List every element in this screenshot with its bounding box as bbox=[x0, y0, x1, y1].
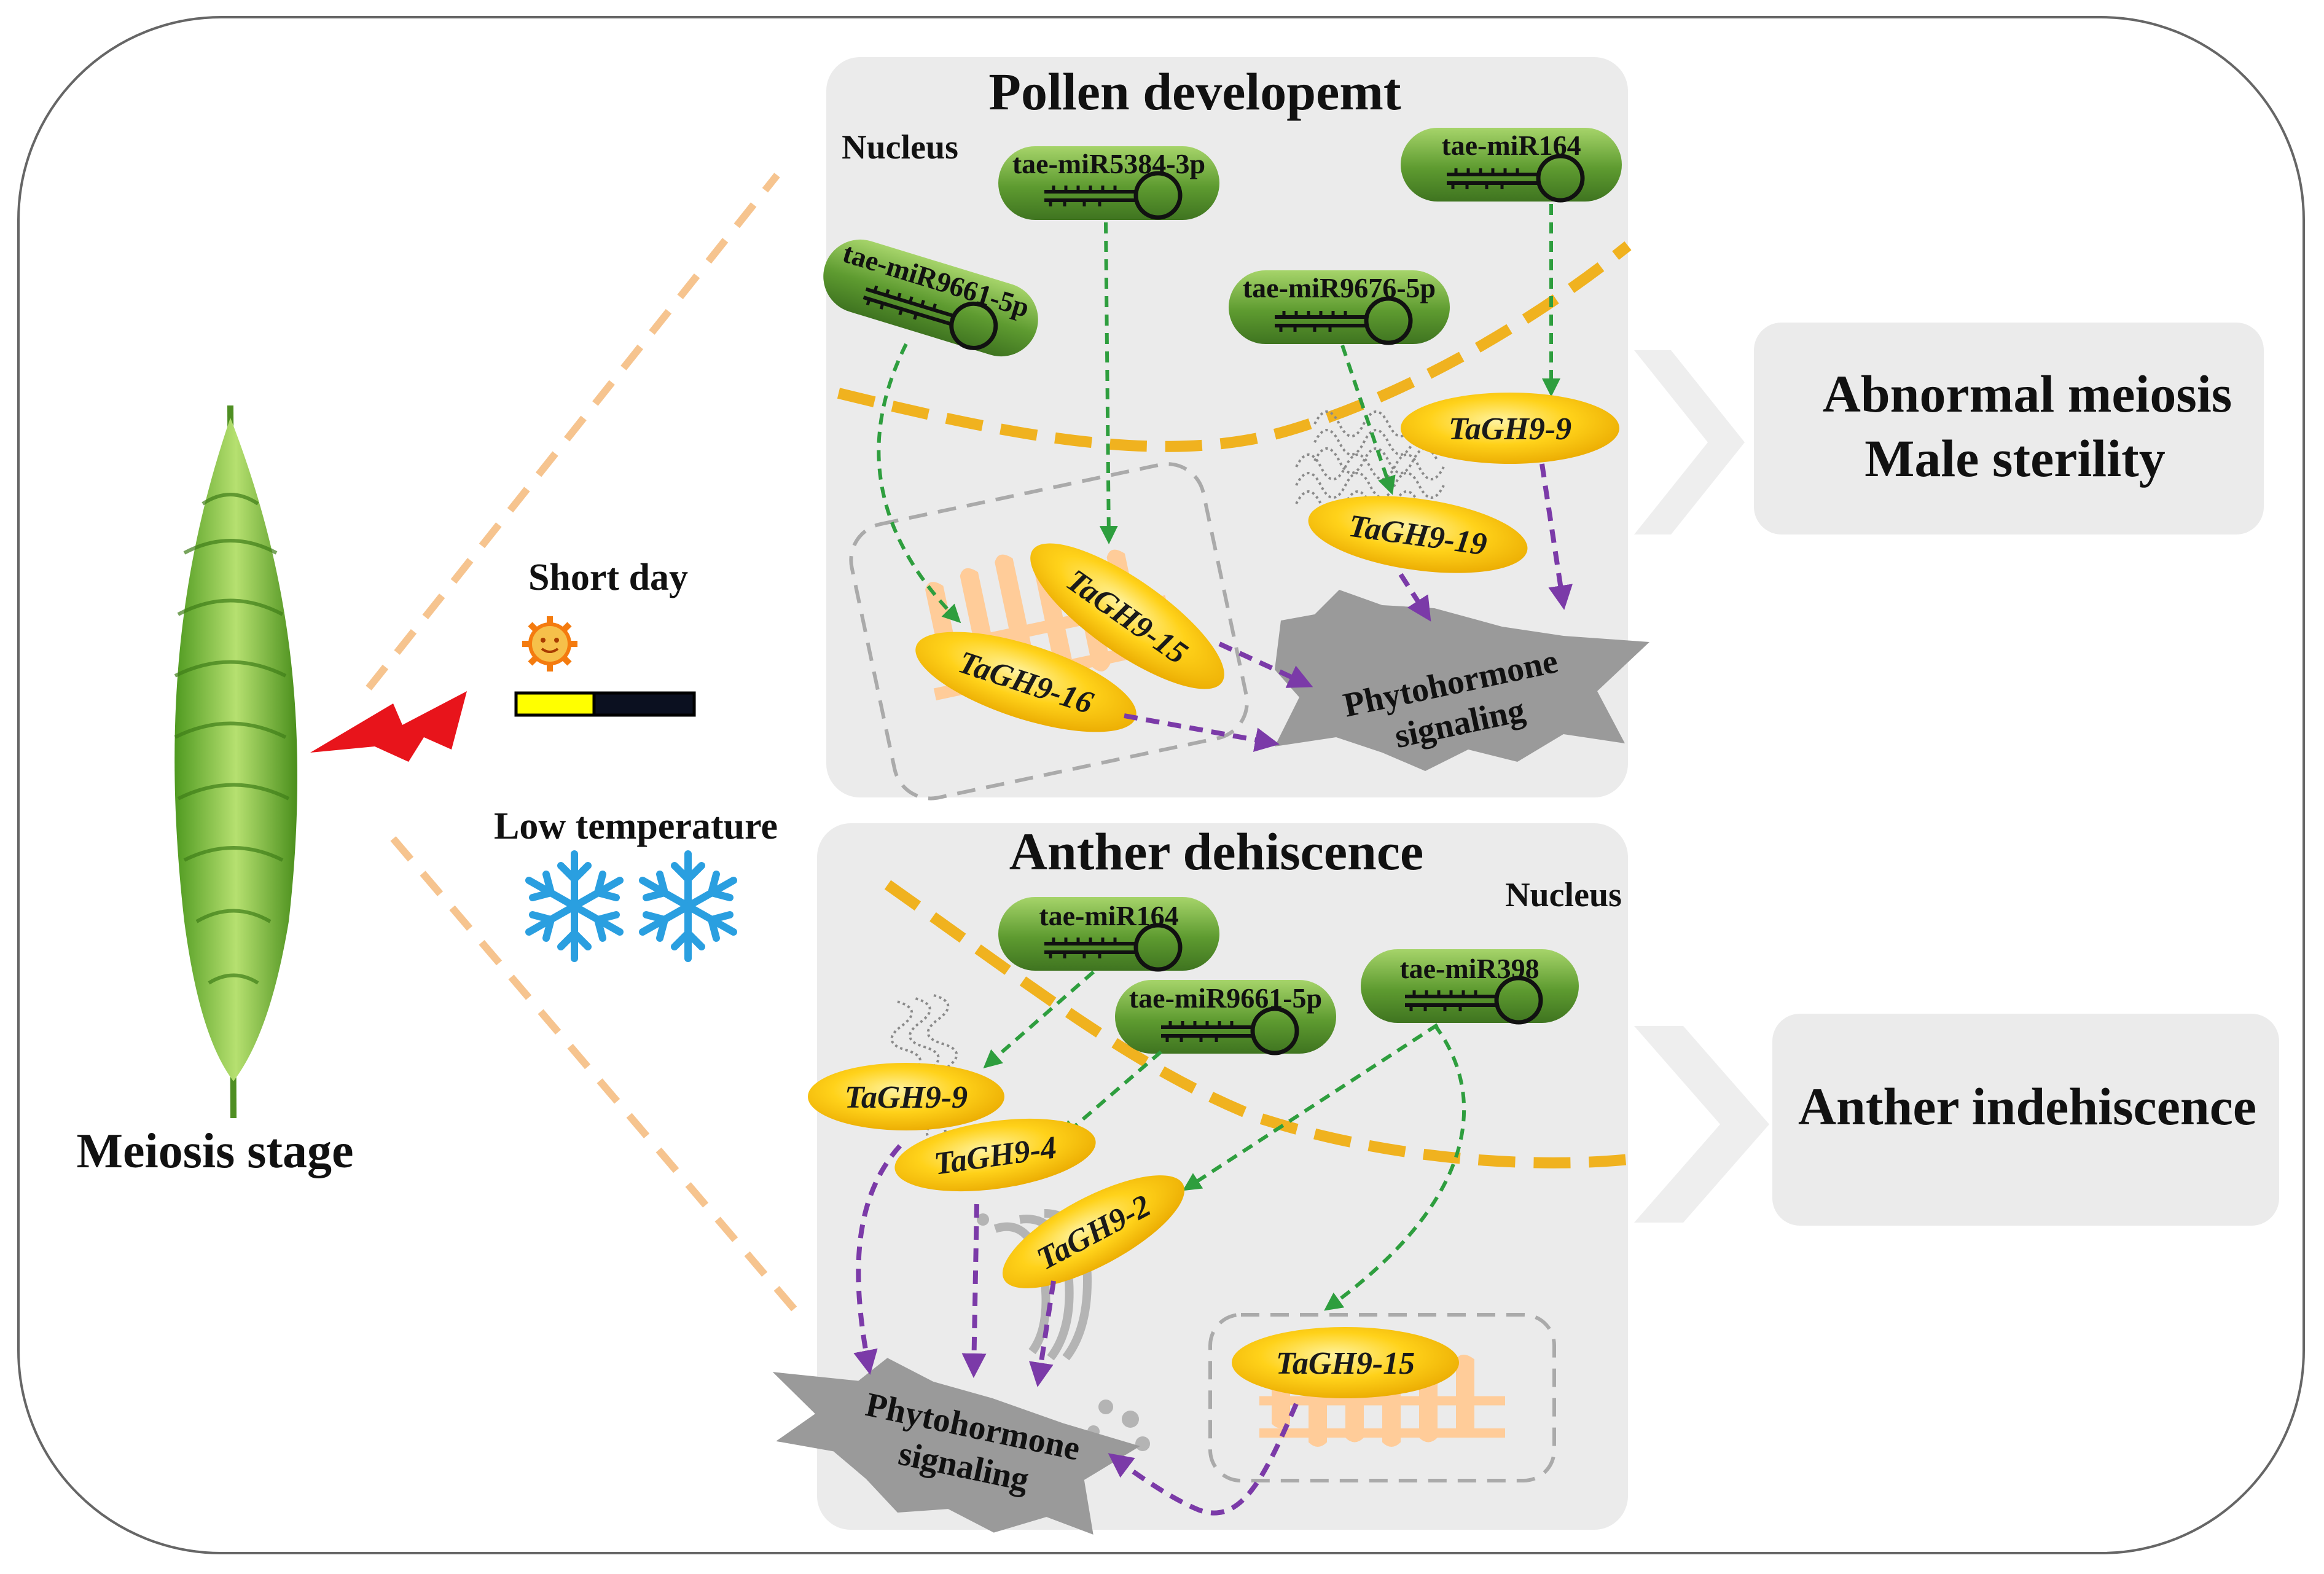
signal-arrow bbox=[961, 1204, 987, 1378]
vesicles bbox=[977, 1213, 1150, 1451]
signal-arrow bbox=[1108, 1403, 1299, 1516]
outcome-box-pollen bbox=[1754, 323, 2264, 534]
gene-ellipse: TaGH9-4 bbox=[894, 1118, 1096, 1192]
night-bar bbox=[592, 691, 696, 717]
meiosis-stage-label: Meiosis stage bbox=[76, 1124, 353, 1178]
gene-ellipse: TaGH9-9 bbox=[808, 1063, 1004, 1130]
regulation-arrow bbox=[1324, 1024, 1466, 1311]
regulation-arrow bbox=[1060, 1050, 1162, 1139]
mirna-pill: tae-miR9676-5p bbox=[1229, 270, 1450, 344]
chevron-icon bbox=[1634, 1026, 1769, 1223]
anther-mitochondrion bbox=[1208, 1313, 1556, 1482]
regulation-arrow bbox=[1340, 345, 1396, 495]
anther-phytohormone-star bbox=[772, 1358, 1140, 1535]
mirna-pill: tae-miR398 bbox=[1361, 949, 1579, 1023]
gene-ellipse: TaGH9-9 bbox=[1401, 393, 1619, 464]
mirna-label: tae-miR5384-3p bbox=[1012, 148, 1205, 179]
sun-icon bbox=[522, 616, 577, 671]
pollen-nucleus-label: Nucleus bbox=[842, 128, 958, 166]
anther-panel-title: Anther dehiscence bbox=[1009, 822, 1423, 881]
signal-arrow bbox=[1124, 713, 1280, 752]
regulation-arrow bbox=[983, 970, 1095, 1068]
gene-ellipse: TaGH9-19 bbox=[1308, 496, 1528, 573]
signal-arrow bbox=[1540, 463, 1573, 610]
chevron-icon bbox=[1634, 350, 1745, 534]
pollen-phytohormone-star bbox=[1275, 590, 1649, 771]
outcome-pollen-line1: Abnormal meiosis bbox=[1823, 364, 2232, 423]
signal-arrow bbox=[1398, 573, 1431, 622]
signal-arrow bbox=[1029, 1280, 1056, 1387]
day-bar bbox=[514, 691, 596, 717]
wheat-spike-icon bbox=[174, 405, 298, 1119]
mirna-pill: tae-miR5384-3p bbox=[998, 146, 1219, 220]
regulation-arrow bbox=[1182, 1023, 1439, 1191]
mirna-pill: tae-miR9661-5p bbox=[1115, 980, 1336, 1054]
gene-label: TaGH9-15 bbox=[1276, 1346, 1415, 1381]
signal-arrow bbox=[853, 1144, 902, 1375]
regulation-arrow bbox=[1099, 222, 1118, 544]
gene-label: TaGH9-9 bbox=[845, 1080, 968, 1115]
lightning-icon bbox=[310, 691, 467, 762]
signal-arrow bbox=[1218, 641, 1313, 688]
pollen-mitochondrion bbox=[849, 462, 1249, 801]
regulation-arrow bbox=[877, 343, 961, 624]
mirna-label: tae-miR9676-5p bbox=[1243, 272, 1436, 303]
gene-ellipse: TaGH9-15 bbox=[1232, 1327, 1459, 1398]
mirna-pill: tae-miR164 bbox=[1401, 128, 1622, 202]
mirna-pill: tae-miR164 bbox=[998, 897, 1219, 971]
outcome-anther: Anther indehiscence bbox=[1798, 1077, 2256, 1136]
zoom-line-top bbox=[366, 173, 780, 691]
pollen-panel-title: Pollen developemt bbox=[988, 62, 1401, 121]
short-day-label: Short day bbox=[528, 557, 688, 598]
mirna-label: tae-miR9661-5p bbox=[1129, 982, 1322, 1014]
pollen-nuclear-envelope bbox=[837, 241, 1632, 452]
outcome-box-anther bbox=[1772, 1014, 2279, 1226]
anther-nucleus-label: Nucleus bbox=[1505, 876, 1622, 914]
outcome-pollen-line2: Male sterility bbox=[1864, 429, 2166, 488]
low-temperature-label: Low temperature bbox=[494, 805, 778, 847]
gene-label: TaGH9-9 bbox=[1449, 412, 1571, 447]
anther-nuclear-envelope bbox=[884, 880, 1641, 1169]
zoom-line-bottom bbox=[390, 836, 805, 1320]
